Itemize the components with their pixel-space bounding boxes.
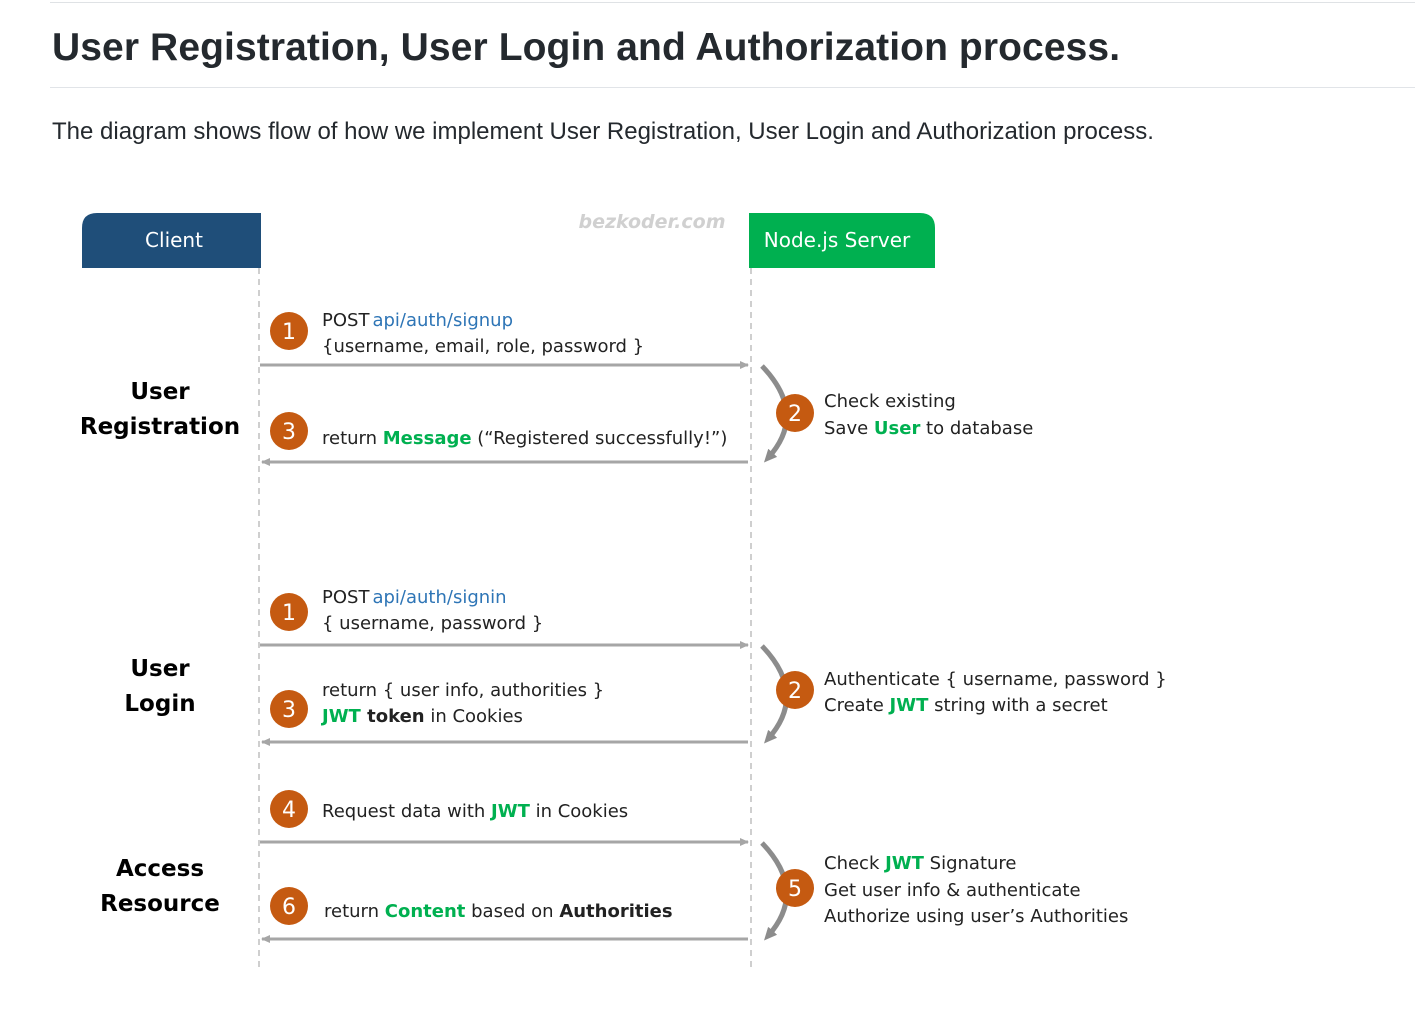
step-number: 2 (788, 679, 802, 704)
step-number: 1 (282, 320, 296, 345)
step-badge (776, 671, 814, 709)
section-label-line2: Registration (80, 414, 240, 440)
server-header (749, 213, 935, 268)
section-label-line2: Resource (100, 891, 220, 917)
section-access-resource: Access Resource 4 Request data with JWT … (100, 790, 1128, 943)
page-title: User Registration, User Login and Author… (52, 26, 1121, 69)
section-label-line2: Login (124, 691, 195, 717)
request-method: POST (322, 310, 370, 331)
step-number: 6 (282, 895, 296, 920)
step-number: 1 (282, 601, 296, 626)
server-step-line3: Authorize using user’s Authorities (824, 906, 1128, 927)
step-number: 3 (282, 420, 296, 445)
section-label-line1: Access (116, 856, 204, 882)
step-number: 3 (282, 698, 296, 723)
server-header-label: Node.js Server (764, 228, 911, 252)
title-divider (50, 87, 1415, 88)
response-line1: return { user info, authorities } (322, 680, 604, 701)
step-badge (776, 394, 814, 432)
step-badge (270, 887, 308, 925)
server-step-line1: Check JWT Signature (824, 853, 1017, 874)
step-badge (270, 593, 308, 631)
server-step-line2: Get user info & authenticate (824, 880, 1081, 901)
server-step-line1: Check existing (824, 391, 956, 412)
section-label-line1: User (130, 656, 190, 682)
step-badge (270, 690, 308, 728)
response-line2: JWT token in Cookies (320, 706, 523, 727)
step-number: 5 (788, 877, 802, 902)
intro-paragraph: The diagram shows flow of how we impleme… (52, 118, 1154, 145)
response-line: return Content based on Authorities (324, 901, 673, 922)
client-header-label: Client (145, 228, 203, 252)
request-body: { username, password } (322, 613, 543, 634)
step-badge (270, 412, 308, 450)
request-endpoint: api/auth/signup (372, 310, 513, 331)
step-badge (270, 790, 308, 828)
section-label-line1: User (130, 379, 190, 405)
step-number: 4 (282, 798, 296, 823)
request-line: Request data with JWT in Cookies (322, 801, 628, 822)
server-step-line2: Save User to database (824, 418, 1033, 439)
client-header (82, 213, 261, 268)
request-endpoint: api/auth/signin (372, 587, 506, 608)
watermark: bezkoder.com (578, 211, 725, 233)
server-step-line2: Create JWT string with a secret (824, 695, 1108, 716)
server-step-line1: Authenticate { username, password } (824, 669, 1167, 690)
step-number: 2 (788, 402, 802, 427)
step-badge (270, 312, 308, 350)
request-body: {username, email, role, password } (322, 336, 644, 357)
response-line: return Message (“Registered successfully… (322, 428, 727, 449)
top-divider (50, 2, 1415, 3)
step-badge (776, 869, 814, 907)
request-method: POST (322, 587, 370, 608)
